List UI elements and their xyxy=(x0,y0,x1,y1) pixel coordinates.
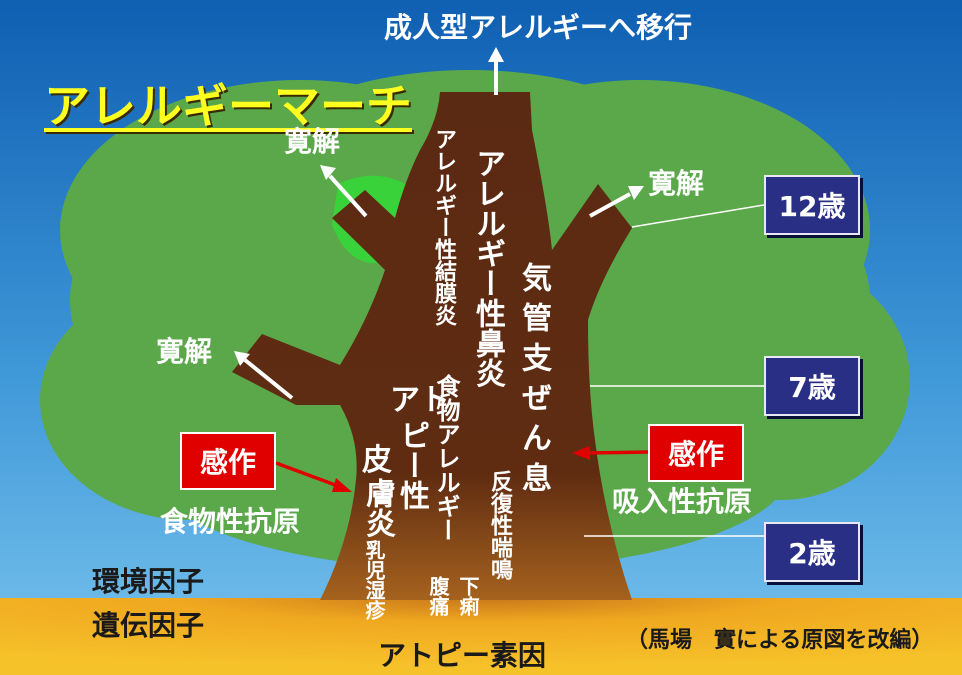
diarrhea-label: 下痢 xyxy=(456,576,480,616)
age-box-12: 12歳 xyxy=(764,175,860,235)
dermatitis-label-skin: 皮 xyxy=(362,443,392,478)
sensitization-arrows xyxy=(275,446,649,492)
source-credit: （馬場 實による原図を改編） xyxy=(626,628,934,653)
remission-label-right-upper: 寛解 xyxy=(648,167,705,200)
sensitization-box-left: 感作 xyxy=(180,432,276,490)
page-title: アレルギーマーチ xyxy=(44,79,412,133)
food-antigen-label: 食物性抗原 xyxy=(160,505,301,538)
sensitization-box-right: 感作 xyxy=(648,424,744,482)
rhinitis-label: アレルギー性鼻炎 xyxy=(470,148,505,388)
abdominal-pain-label: 腹痛 xyxy=(426,576,450,616)
dermatitis-label-top: アト xyxy=(390,383,450,418)
recurrent-wheeze-label: 反復性喘鳴 xyxy=(487,470,512,580)
ground xyxy=(0,598,962,675)
remission-label-left-upper: 寛解 xyxy=(284,125,341,158)
up-arrow xyxy=(488,47,504,95)
adult-allergy-caption: 成人型アレルギーへ移行 xyxy=(384,11,693,44)
environment-factor-label: 環境因子 xyxy=(92,565,205,598)
age-lines xyxy=(584,204,765,537)
age-box-7: 7歳 xyxy=(764,356,860,416)
atopic-predisposition-label: アトピー素因 xyxy=(378,639,547,672)
inhaled-antigen-label: 吸入性抗原 xyxy=(612,485,753,518)
asthma-label: 気管支ぜん息 xyxy=(516,262,551,502)
food-allergy-label: 食物アレルギー xyxy=(432,374,460,542)
dermatitis-label-pi: ピー性 xyxy=(394,420,429,510)
remission-label-left-lower: 寛解 xyxy=(156,335,213,368)
heredity-factor-label: 遺伝因子 xyxy=(92,609,205,642)
age-box-2: 2歳 xyxy=(764,522,860,582)
infant-eczema-label: 乳児湿疹 xyxy=(362,540,386,620)
tree-trunk xyxy=(232,92,632,600)
conjunctivitis-label: アレルギー性結膜炎 xyxy=(431,128,456,326)
remission-arrows xyxy=(234,165,644,400)
dermatitis-label: 膚炎 xyxy=(360,478,395,538)
